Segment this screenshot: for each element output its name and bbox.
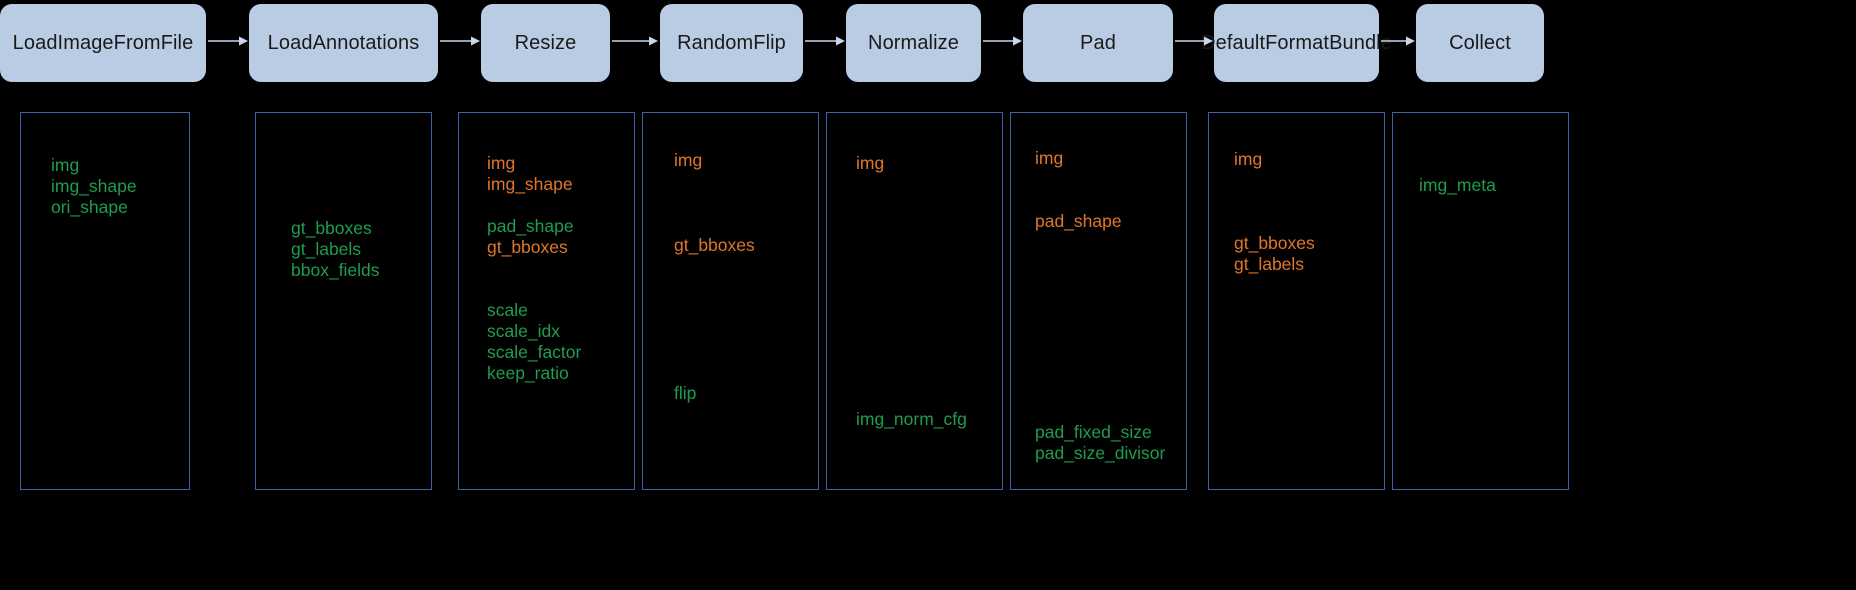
key-img: img: [674, 150, 703, 170]
stage-label-line: Resize: [514, 31, 577, 54]
flow-arrow-5: [983, 35, 1022, 47]
key-gt-bboxes: gt_bboxes: [291, 218, 372, 238]
stage-box-collect[interactable]: Collect: [1416, 4, 1544, 82]
key-gt-bboxes: gt_bboxes: [674, 235, 755, 255]
key-img-norm-cfg: img_norm_cfg: [856, 409, 967, 429]
stage-box-pad[interactable]: Pad: [1023, 4, 1173, 82]
key-pad-shape: pad_shape: [1035, 211, 1122, 231]
flow-arrow-4: [805, 35, 845, 47]
stage-label-line: RandomFlip: [677, 31, 786, 54]
stage-box-random-flip[interactable]: RandomFlip: [660, 4, 803, 82]
key-gt-bboxes: gt_bboxes: [487, 237, 568, 257]
key-keep-ratio: keep_ratio: [487, 363, 569, 383]
key-img: img: [1035, 148, 1064, 168]
stage-box-load-annotations[interactable]: LoadAnnotations: [249, 4, 438, 82]
stage-label-line: Bundle: [1329, 31, 1392, 54]
key-list: img img_norm_cfg: [827, 113, 1002, 489]
flow-arrow-3: [612, 35, 658, 47]
flow-arrow-1: [208, 35, 248, 47]
key-list: img_meta: [1393, 113, 1568, 489]
key-pad-shape: pad_shape: [487, 216, 574, 236]
stage-label-line: Normalize: [868, 31, 959, 54]
key-panel-collect: img_meta: [1392, 112, 1569, 490]
stage-label-line: Collect: [1449, 31, 1511, 54]
stage-box-resize[interactable]: Resize: [481, 4, 610, 82]
stage-label-line: LoadAnnotations: [267, 31, 420, 54]
key-bbox-fields: bbox_fields: [291, 260, 380, 280]
key-gt-labels: gt_labels: [1234, 254, 1305, 274]
flow-arrow-7: [1381, 35, 1415, 47]
key-scale-idx: scale_idx: [487, 321, 560, 341]
stage-box-normalize[interactable]: Normalize: [846, 4, 981, 82]
stage-row: LoadImageFromFile LoadAnnotations Resize Ra…: [0, 0, 1856, 95]
flow-arrow-2: [440, 35, 480, 47]
key-img: img: [1234, 149, 1263, 169]
key-gt-bboxes: gt_bboxes: [1234, 233, 1315, 253]
stage-label-line: DefaultFormat: [1201, 31, 1330, 54]
key-img: img: [51, 155, 80, 175]
key-scale-factor: scale_factor: [487, 342, 582, 362]
key-ori-shape: ori_shape: [51, 197, 128, 217]
key-pad-fixed-size: pad_fixed_size: [1035, 422, 1152, 442]
key-img-meta: img_meta: [1419, 175, 1496, 195]
key-scale: scale: [487, 300, 528, 320]
flow-arrow-6: [1175, 35, 1213, 47]
key-img: img: [856, 153, 885, 173]
key-panel-normalize: img img_norm_cfg: [826, 112, 1003, 490]
key-pad-size-divisor: pad_size_divisor: [1035, 443, 1166, 463]
key-img-shape: img_shape: [487, 174, 573, 194]
stage-label-line: LoadImageFromFile: [12, 31, 194, 54]
key-img-shape: img_shape: [51, 176, 137, 196]
stage-box-load-image-from-file[interactable]: LoadImageFromFile: [0, 4, 206, 82]
key-img: img: [487, 153, 516, 173]
stage-label-line: Pad: [1080, 31, 1116, 54]
key-gt-labels: gt_labels: [291, 239, 362, 259]
key-flip: flip: [674, 383, 697, 403]
